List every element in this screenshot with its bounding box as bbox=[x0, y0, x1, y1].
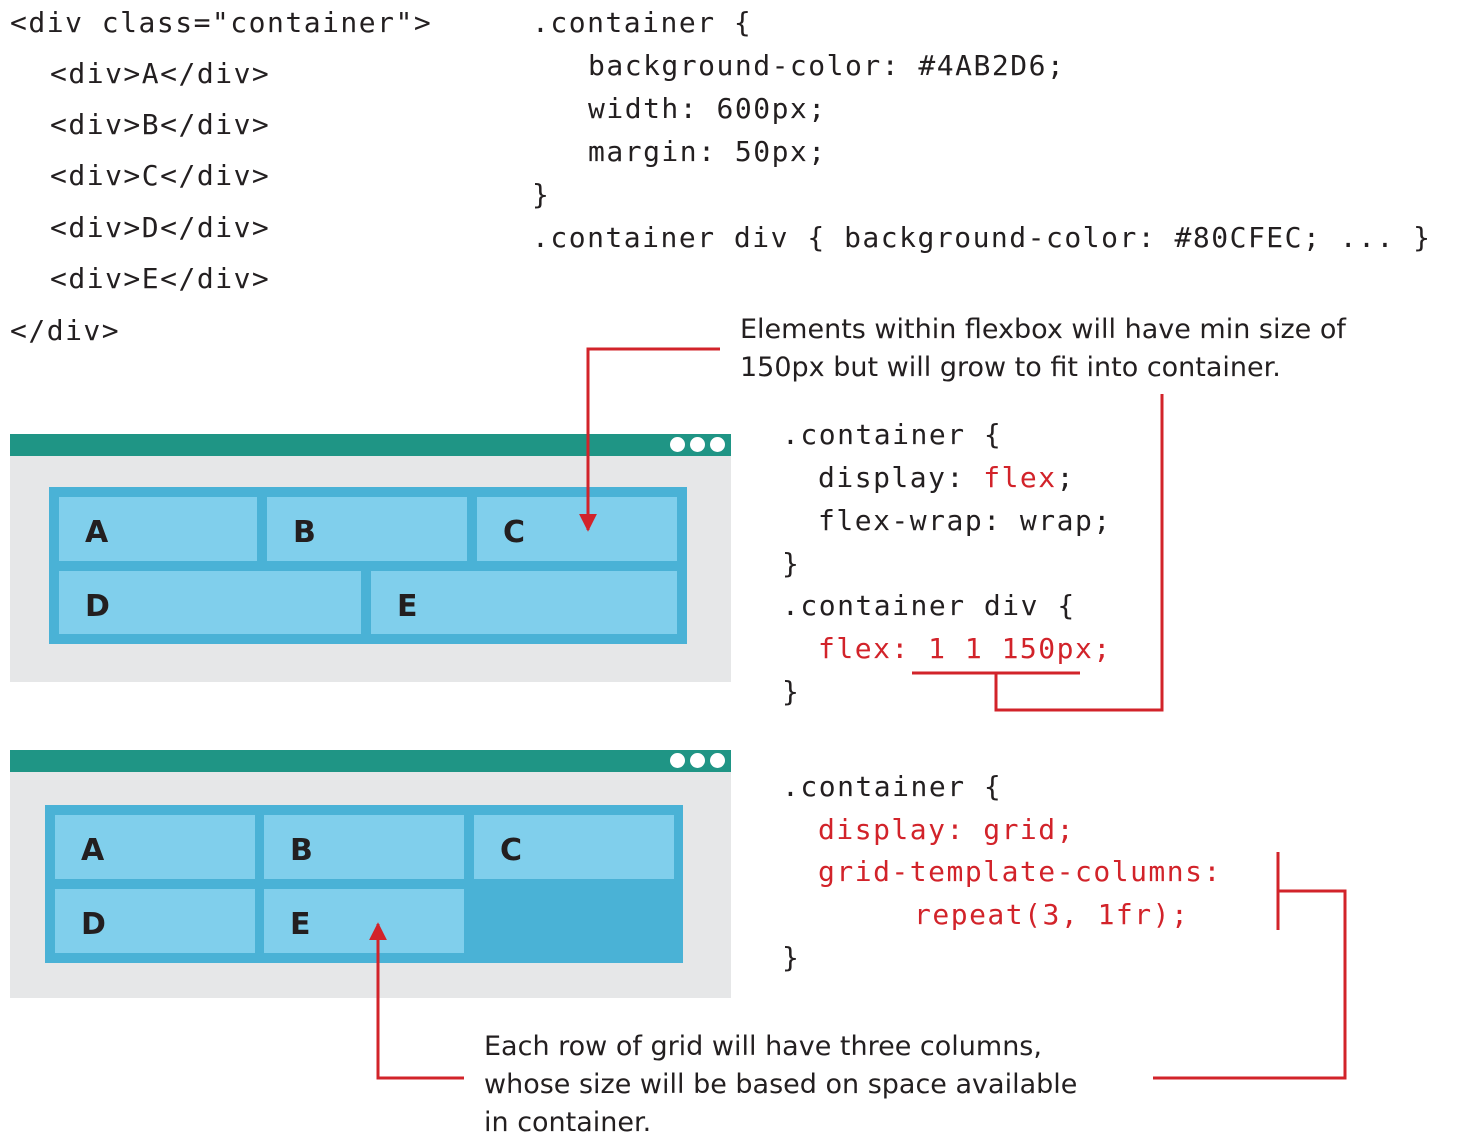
grid-annotation: Each row of grid will have three columns… bbox=[484, 1031, 1078, 1138]
grid-css-line: .container { bbox=[782, 770, 1003, 803]
grid-container: A B C D E bbox=[45, 805, 683, 963]
grid-item-a: A bbox=[55, 815, 255, 879]
grid-css-line: grid-template-columns: bbox=[818, 855, 1222, 888]
html-code-line: <div class="container"> bbox=[10, 6, 433, 39]
flex-annotation: Elements within flexbox will have min si… bbox=[740, 314, 1346, 383]
flex-item-c: C bbox=[477, 497, 677, 561]
flex-css-line: .container { bbox=[782, 418, 1003, 451]
base-css-line: .container div { background-color: #80CF… bbox=[532, 221, 1432, 254]
grid-css-line: } bbox=[782, 941, 801, 974]
base-css-line: background-color: #4AB2D6; bbox=[588, 49, 1066, 82]
html-code-line: <div>E</div> bbox=[50, 262, 271, 295]
grid-item-d: D bbox=[55, 889, 255, 953]
flex-bracket-connector bbox=[994, 394, 1164, 712]
flex-item-a: A bbox=[59, 497, 257, 561]
grid-item-c: C bbox=[474, 815, 674, 879]
base-css-line: width: 600px; bbox=[588, 92, 827, 125]
flex-css-line: display: flex; bbox=[818, 461, 1075, 495]
flex-display-value: flex bbox=[983, 461, 1057, 494]
base-css-line: } bbox=[532, 178, 551, 211]
grid-item-b: B bbox=[264, 815, 464, 879]
window-title-bar bbox=[10, 434, 731, 456]
flex-css-line: } bbox=[782, 547, 801, 580]
base-css-line: .container { bbox=[532, 6, 753, 39]
html-code-line: <div>C</div> bbox=[50, 159, 271, 192]
grid-arrow bbox=[369, 922, 464, 1080]
grid-item-e: E bbox=[264, 889, 464, 953]
grid-css-line: display: grid; bbox=[818, 813, 1076, 846]
window-title-bar bbox=[10, 750, 731, 772]
html-code-line: <div>D</div> bbox=[50, 211, 271, 244]
html-code-line: <div>B</div> bbox=[50, 108, 271, 141]
flex-css-line: } bbox=[782, 675, 801, 708]
window-menu-icon bbox=[670, 437, 725, 453]
flex-css-line: flex-wrap: wrap; bbox=[818, 504, 1112, 537]
flex-css-line: .container div { bbox=[782, 589, 1076, 622]
flex-browser-window: A B C D E bbox=[10, 434, 731, 682]
grid-css-line: repeat(3, 1fr); bbox=[914, 898, 1190, 931]
flex-arrow bbox=[579, 347, 720, 532]
grid-bracket-connector bbox=[1153, 889, 1347, 1080]
flex-item-b: B bbox=[267, 497, 467, 561]
grid-browser-window: A B C D E bbox=[10, 750, 731, 998]
flex-display-prop: display: bbox=[818, 461, 984, 494]
html-code-line: <div>A</div> bbox=[50, 57, 271, 90]
window-menu-icon bbox=[670, 753, 725, 769]
flex-display-end: ; bbox=[1056, 461, 1076, 494]
flex-css-line: flex: 1 1 150px; bbox=[818, 632, 1112, 665]
flex-container: A B C D E bbox=[49, 487, 687, 644]
flex-item-e: E bbox=[371, 571, 677, 634]
html-code-line: </div> bbox=[10, 314, 121, 347]
flex-item-d: D bbox=[59, 571, 361, 634]
base-css-line: margin: 50px; bbox=[588, 135, 827, 168]
